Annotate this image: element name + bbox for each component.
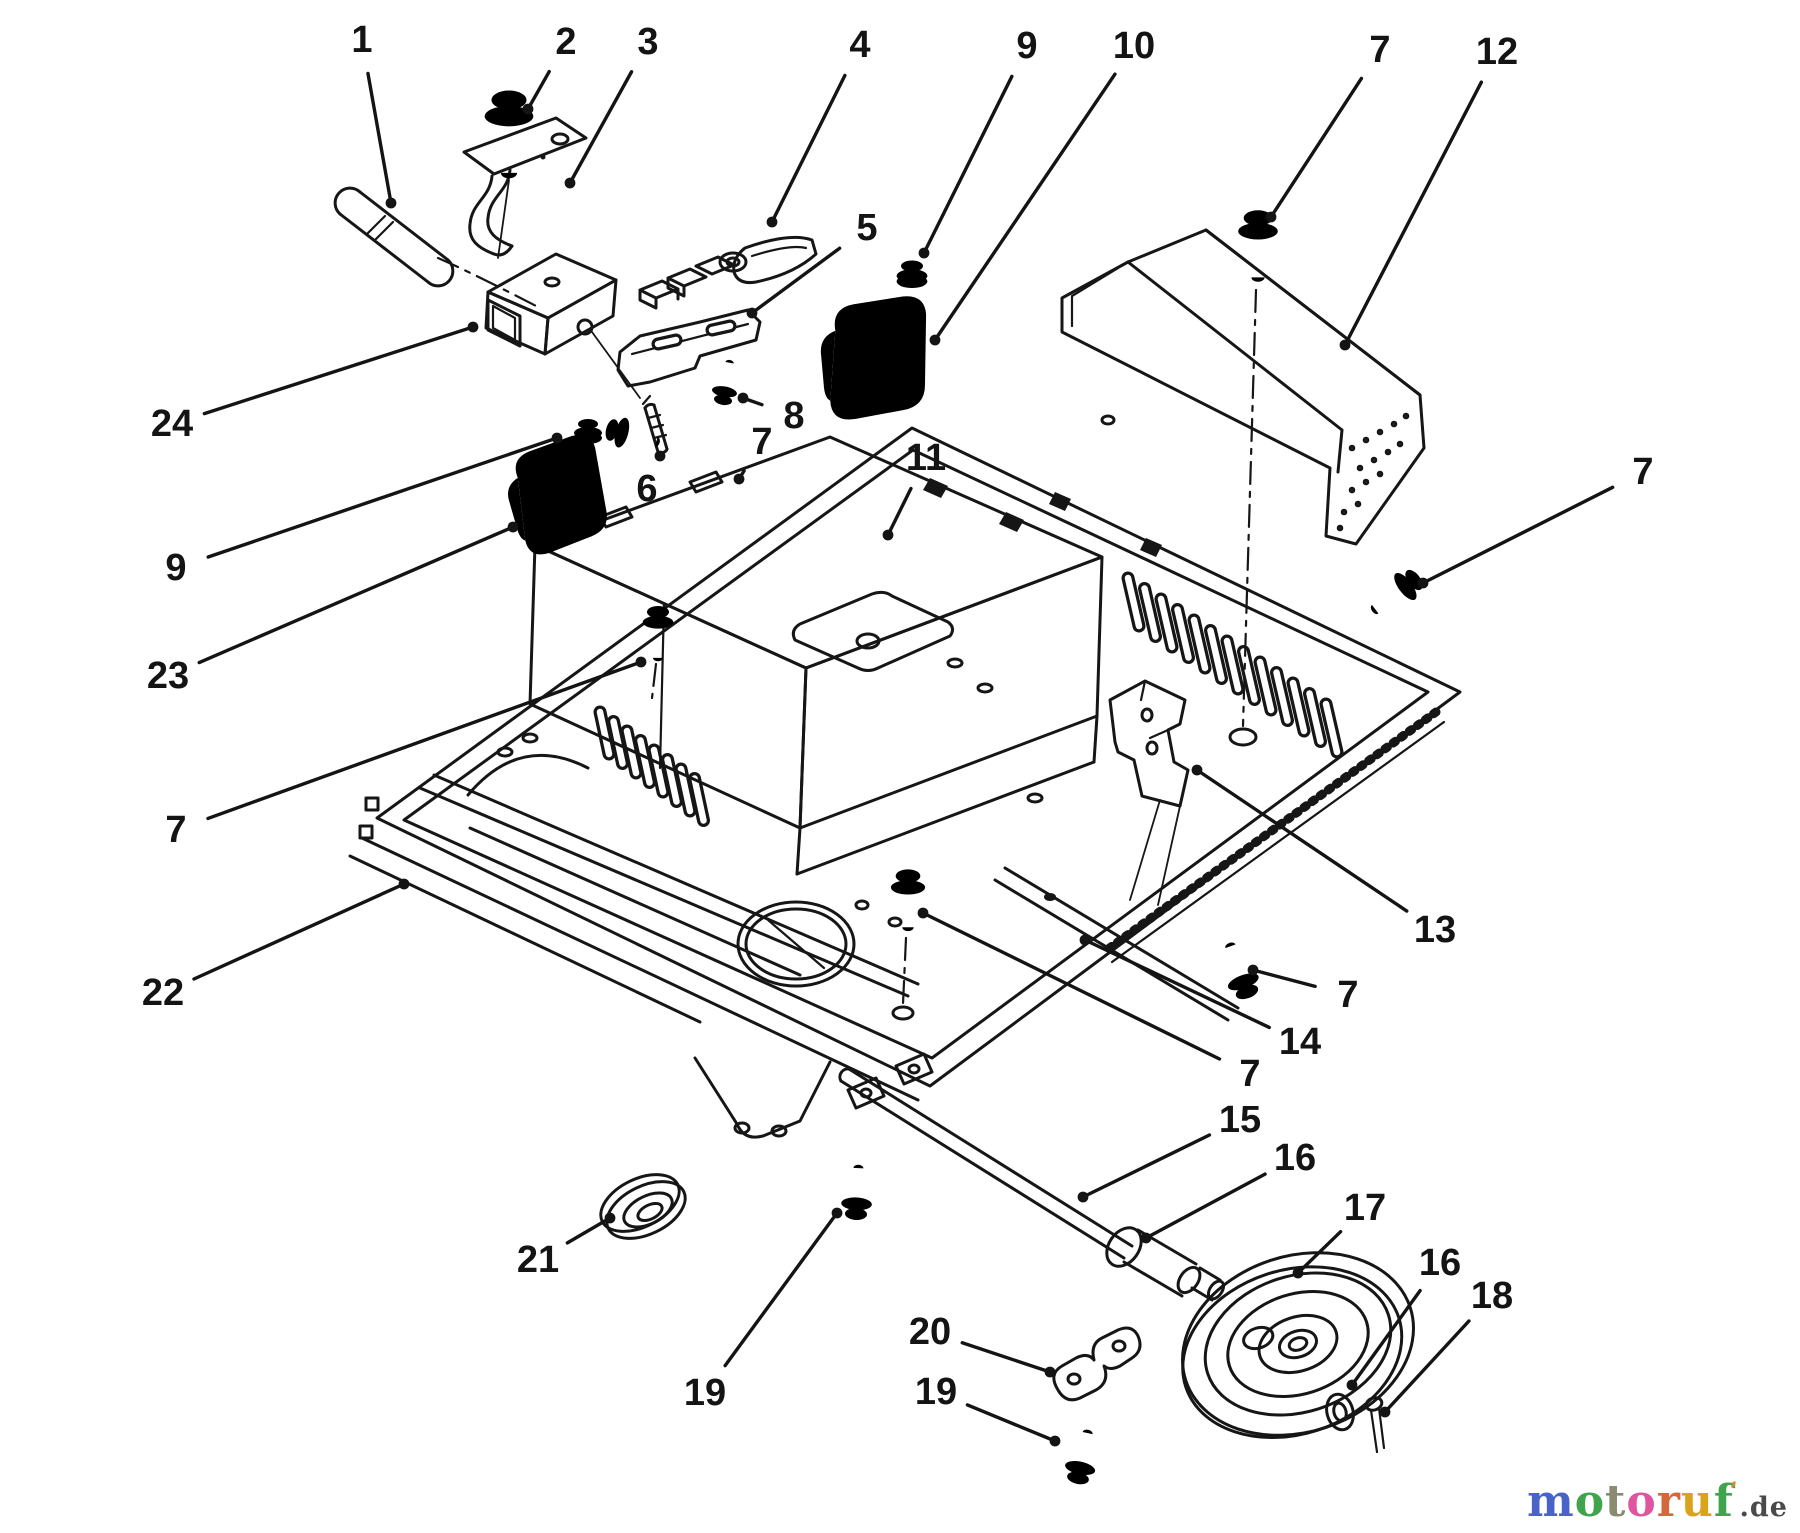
callout-label: 16 <box>1274 1137 1316 1179</box>
callout-1: 1 <box>351 19 397 209</box>
part-pin-drawing <box>333 186 542 310</box>
logo-letter: t <box>1605 1476 1627 1527</box>
callout-9: 9 <box>165 432 563 589</box>
callout-label: 19 <box>915 1371 957 1413</box>
callout-label: 12 <box>1476 31 1518 73</box>
callout-4: 4 <box>766 24 871 228</box>
callout-7: 7 <box>1417 451 1654 589</box>
callout-label: 9 <box>165 547 186 589</box>
callout-5: 5 <box>746 207 878 319</box>
callout-23: 23 <box>147 521 519 697</box>
callout-22: 22 <box>142 878 410 1014</box>
logo-letters: motoruf <box>1527 1476 1734 1527</box>
callout-20: 20 <box>909 1311 1056 1378</box>
callout-7: 7 <box>917 907 1261 1095</box>
logo-letter: r <box>1656 1476 1681 1527</box>
part-deck-chassis-drawing <box>348 426 1462 1139</box>
callout-label: 20 <box>909 1311 951 1353</box>
part-bracket-plate-drawing <box>616 308 762 388</box>
callout-label: 8 <box>783 395 804 437</box>
callout-7: 7 <box>165 656 647 851</box>
part-bolt-drawings <box>484 90 1429 1488</box>
logo-accent-mark: ’ <box>1729 1478 1739 1504</box>
part-latch-drawing <box>638 235 818 310</box>
part-axle-assembly-drawing <box>838 1067 1386 1454</box>
callout-16: 16 <box>1346 1242 1461 1391</box>
callout-7: 7 <box>1265 29 1391 223</box>
callout-21: 21 <box>517 1212 616 1281</box>
part-switch-box-drawing <box>484 252 641 399</box>
callout-13: 13 <box>1191 764 1456 951</box>
callout-12: 12 <box>1339 31 1518 351</box>
part-strap-bracket-drawing <box>1052 1326 1142 1402</box>
callout-label: 16 <box>1419 1242 1461 1284</box>
callout-9: 9 <box>918 25 1038 259</box>
callout-16: 16 <box>1140 1137 1316 1244</box>
callout-label: 10 <box>1113 25 1155 67</box>
callout-label: 24 <box>151 403 193 445</box>
callout-label: 7 <box>751 421 772 463</box>
callout-label: 7 <box>165 809 186 851</box>
callout-label: 21 <box>517 1239 559 1281</box>
part-box-cover-drawing <box>528 435 1104 876</box>
callout-label: 7 <box>1632 451 1653 493</box>
callout-label: 4 <box>849 24 870 66</box>
callout-label: 23 <box>147 655 189 697</box>
logo-letter: u <box>1680 1476 1714 1527</box>
callout-6: 6 <box>636 450 666 510</box>
callout-19: 19 <box>684 1207 843 1414</box>
part-wheel-drawing <box>1181 1251 1415 1439</box>
callout-label: 18 <box>1471 1275 1513 1317</box>
callout-7: 7 <box>733 421 773 485</box>
watermark-logo[interactable]: motoruf’.de <box>1527 1476 1788 1527</box>
callout-label: 5 <box>856 207 877 249</box>
callout-label: 9 <box>1016 25 1037 67</box>
part-cap-disc-drawing <box>599 1173 687 1240</box>
callout-label: 7 <box>1369 29 1390 71</box>
logo-letter: o <box>1626 1476 1657 1527</box>
callout-3: 3 <box>564 21 659 189</box>
logo-letter: o <box>1574 1476 1606 1527</box>
callout-label: 14 <box>1279 1021 1321 1063</box>
logo-suffix: .de <box>1739 1492 1788 1523</box>
callout-label: 2 <box>555 21 576 63</box>
callout-label: 13 <box>1414 909 1456 951</box>
callout-label: 1 <box>351 19 372 61</box>
callout-label: 7 <box>1337 974 1358 1016</box>
callout-label: 3 <box>637 21 658 63</box>
callout-19: 19 <box>915 1371 1061 1447</box>
part-z-bracket-drawing <box>462 116 588 259</box>
part-spring-drawing <box>641 394 669 455</box>
callout-label: 17 <box>1344 1187 1386 1229</box>
callout-18: 18 <box>1379 1275 1513 1418</box>
callout-11: 11 <box>882 437 946 541</box>
callout-7: 7 <box>1247 964 1359 1016</box>
callout-10: 10 <box>929 25 1155 346</box>
callout-label: 7 <box>1239 1053 1260 1095</box>
callout-label: 6 <box>636 468 657 510</box>
callout-label: 19 <box>684 1372 726 1414</box>
part-long-cover-drawing <box>1060 228 1426 546</box>
callout-14: 14 <box>1079 934 1321 1063</box>
callout-24: 24 <box>151 321 479 445</box>
callout-8: 8 <box>737 392 805 437</box>
callout-label: 11 <box>906 437 946 479</box>
callout-15: 15 <box>1077 1099 1261 1203</box>
logo-letter: f <box>1713 1476 1734 1527</box>
logo-letter: m <box>1527 1476 1575 1527</box>
callout-2: 2 <box>522 21 577 115</box>
part-support-bracket-drawing <box>1108 679 1190 906</box>
callout-17: 17 <box>1292 1187 1386 1279</box>
callout-label: 22 <box>142 972 184 1014</box>
callout-label: 15 <box>1219 1099 1261 1141</box>
